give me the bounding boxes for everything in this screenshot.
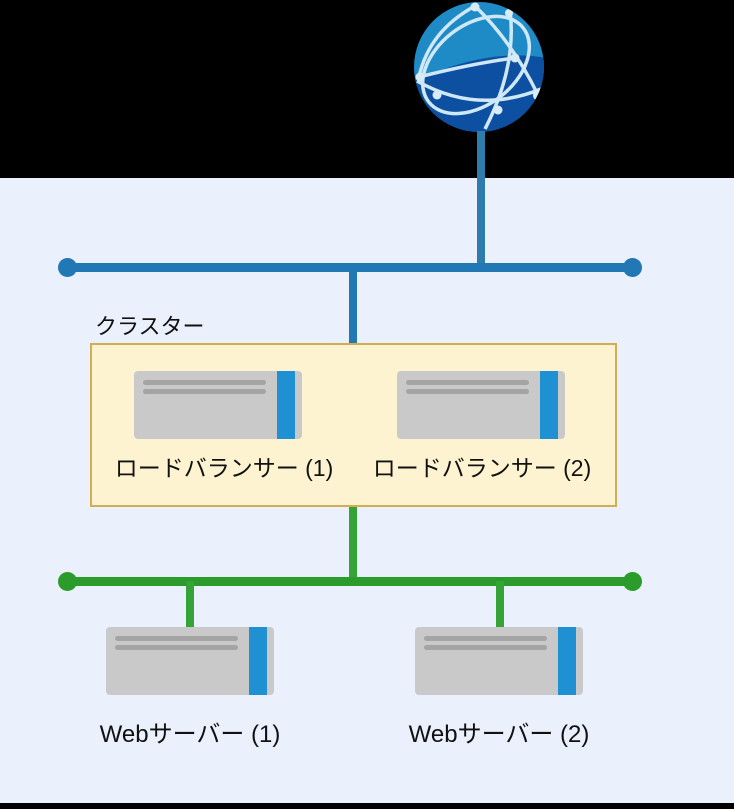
internal-network-bus — [67, 577, 632, 586]
load-balancer-1-label: ロードバランサー (1) — [114, 455, 334, 481]
cluster-to-internal-connector — [349, 507, 357, 581]
web-server-1-label: Webサーバー (1) — [99, 721, 281, 748]
server-detail-line — [424, 636, 547, 641]
web-server-2-label: Webサーバー (2) — [408, 721, 590, 748]
server-detail-line — [143, 389, 266, 394]
server-detail-line — [424, 645, 547, 650]
server-stripe — [540, 371, 558, 439]
web-server-1-icon — [106, 627, 274, 695]
load-balancer-2-label: ロードバランサー (2) — [372, 455, 592, 481]
internal-network-left-endpoint — [58, 572, 77, 591]
web-server-2-icon — [415, 627, 583, 695]
server-detail-line — [143, 380, 266, 385]
web-server-1-connector — [186, 581, 194, 628]
external-network-right-endpoint — [623, 258, 642, 277]
server-detail-line — [115, 636, 238, 641]
server-stripe — [249, 627, 267, 695]
server-stripe — [277, 371, 295, 439]
external-network-left-endpoint — [58, 258, 77, 277]
internet-globe-icon — [413, 1, 545, 134]
server-detail-line — [115, 645, 238, 650]
cluster-label: クラスター — [95, 314, 205, 339]
server-detail-line — [406, 389, 529, 394]
top-black-band — [0, 0, 734, 178]
internal-network-right-endpoint — [623, 572, 642, 591]
load-balancer-2-icon — [397, 371, 565, 439]
server-detail-line — [406, 380, 529, 385]
server-stripe — [558, 627, 576, 695]
web-server-2-connector — [496, 581, 504, 628]
external-to-cluster-connector — [349, 267, 357, 343]
globe-stem-line — [477, 131, 485, 271]
bottom-black-band — [0, 803, 734, 809]
load-balancer-1-icon — [134, 371, 302, 439]
